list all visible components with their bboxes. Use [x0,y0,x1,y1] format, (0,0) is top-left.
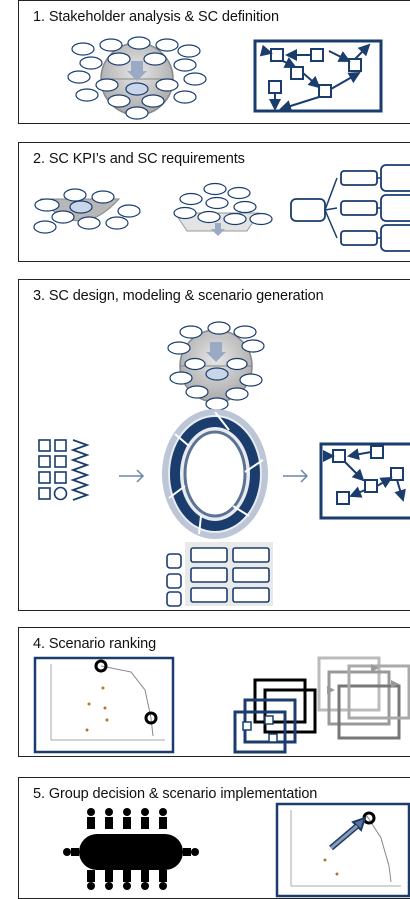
step-title-2: 2. SC KPI’s and SC requirements [33,151,245,167]
kpi-tree-small-icon [166,542,273,607]
step-title-5: 5. Group decision & scenario implementat… [33,786,318,802]
model-elements-icon [38,439,145,501]
stacked-networks-icon [233,656,410,754]
network-diagram-icon [253,39,383,113]
step-panel-5: 5. Group decision & scenario implementat… [18,777,410,899]
step-title-3: 3. SC design, modeling & scenario genera… [33,288,324,304]
circular-arrows-icon [162,409,309,539]
scatter-plot-icon [33,656,175,754]
kpi-tree-icon [290,164,410,252]
step-title-4: 4. Scenario ranking [33,636,157,652]
step-panel-3: 3. SC design, modeling & scenario genera… [18,279,410,611]
kpi-bowl-icon [33,182,273,236]
step-panel-4: 4. Scenario ranking [18,627,410,757]
scenario-network-icon [319,442,410,520]
meeting-table-icon [63,808,199,890]
step-title-1: 1. Stakeholder analysis & SC definition [33,9,279,25]
design-bowl-icon [167,321,265,411]
step-panel-1: 1. Stakeholder analysis & SC definition [18,0,410,124]
stakeholder-bowl-icon [67,36,207,120]
step-panel-2: 2. SC KPI’s and SC requirements [18,142,410,262]
decision-plot-icon [275,802,410,898]
